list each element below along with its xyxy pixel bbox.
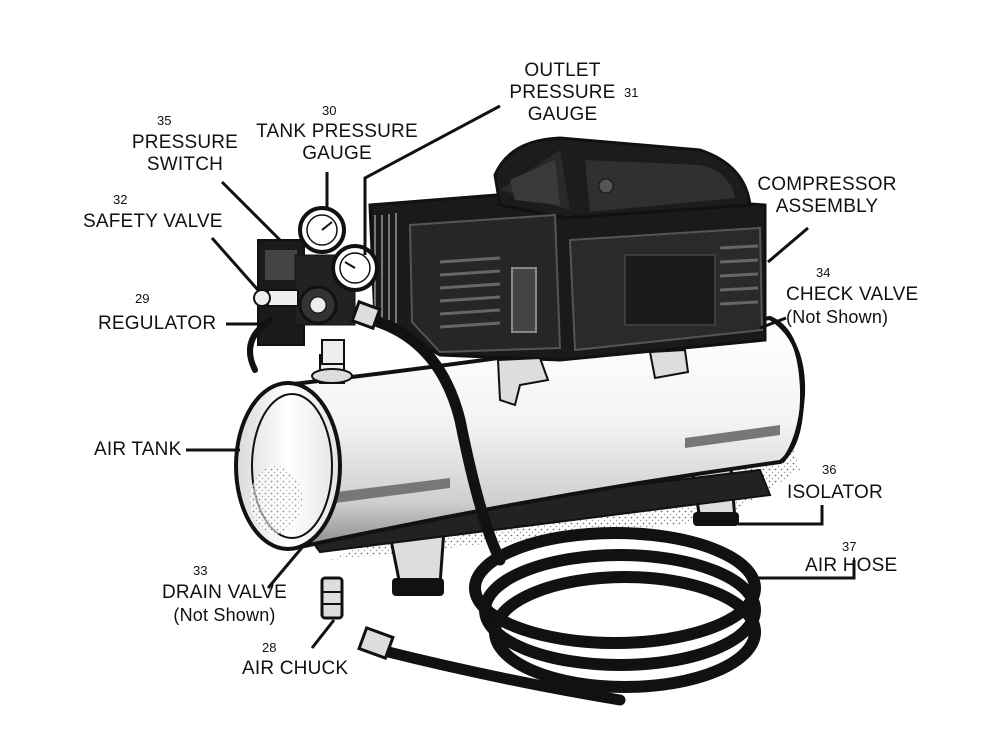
label-isolator: ISOLATOR: [787, 482, 883, 503]
label-line: CHECK VALVE: [786, 284, 919, 305]
label-line: (Not Shown): [786, 307, 889, 327]
label-air-tank: AIR TANK: [94, 439, 182, 460]
part-number-safety-valve: 32: [113, 192, 128, 207]
leader-check-valve: [759, 316, 787, 330]
label-outlet-pressure-gauge: OUTLET PRESSURE GAUGE: [500, 60, 625, 126]
leader-pressure-switch: [220, 180, 282, 242]
leader-air-chuck: [310, 619, 336, 649]
leader-safety-valve: [210, 237, 260, 291]
label-compressor-assembly: COMPRESSOR ASSEMBLY: [752, 174, 902, 218]
part-number-check-valve: 34: [816, 265, 831, 280]
label-check-valve: CHECK VALVE (Not Shown): [786, 284, 918, 328]
label-line: OUTLET: [524, 60, 601, 81]
label-air-chuck: AIR CHUCK: [242, 658, 349, 679]
part-number-drain-valve: 33: [193, 563, 208, 578]
air-hose: [247, 299, 761, 706]
manifold: [253, 206, 379, 365]
part-number-regulator: 29: [135, 291, 150, 306]
label-pressure-switch: PRESSURE SWITCH: [122, 132, 248, 176]
label-line: DRAIN VALVE: [161, 582, 288, 603]
label-line: (Not Shown): [173, 605, 276, 625]
label-line: SWITCH: [146, 154, 224, 175]
leader-compressor: [767, 226, 809, 264]
leader-drain-valve: [266, 543, 307, 589]
label-line: COMPRESSOR: [757, 174, 897, 195]
label-line: GAUGE: [302, 143, 372, 164]
leader-air-hose: [752, 560, 856, 580]
compressor-assembly: [368, 136, 767, 407]
part-number-isolator: 36: [822, 462, 837, 477]
label-line: GAUGE: [527, 104, 598, 125]
part-number-outlet-gauge: 31: [624, 85, 639, 100]
label-air-hose: AIR HOSE: [805, 555, 898, 576]
leader-outlet-gauge: [363, 104, 501, 255]
leader-isolator: [738, 505, 824, 526]
label-line: ASSEMBLY: [775, 196, 879, 217]
part-number-air-chuck: 28: [262, 640, 277, 655]
part-number-air-hose: 37: [842, 539, 857, 554]
label-safety-valve: SAFETY VALVE: [83, 211, 223, 232]
part-number-pressure-switch: 35: [157, 113, 172, 128]
label-tank-pressure-gauge: TANK PRESSURE GAUGE: [244, 121, 430, 165]
leader-lines: [186, 104, 856, 649]
part-number-tank-gauge: 30: [322, 103, 337, 118]
label-line: TANK PRESSURE: [256, 121, 418, 142]
air-chuck: [320, 576, 344, 620]
label-drain-valve: DRAIN VALVE (Not Shown): [152, 582, 297, 626]
label-line: PRESSURE: [131, 132, 239, 153]
label-regulator: REGULATOR: [98, 313, 217, 334]
label-line: PRESSURE: [509, 82, 616, 103]
